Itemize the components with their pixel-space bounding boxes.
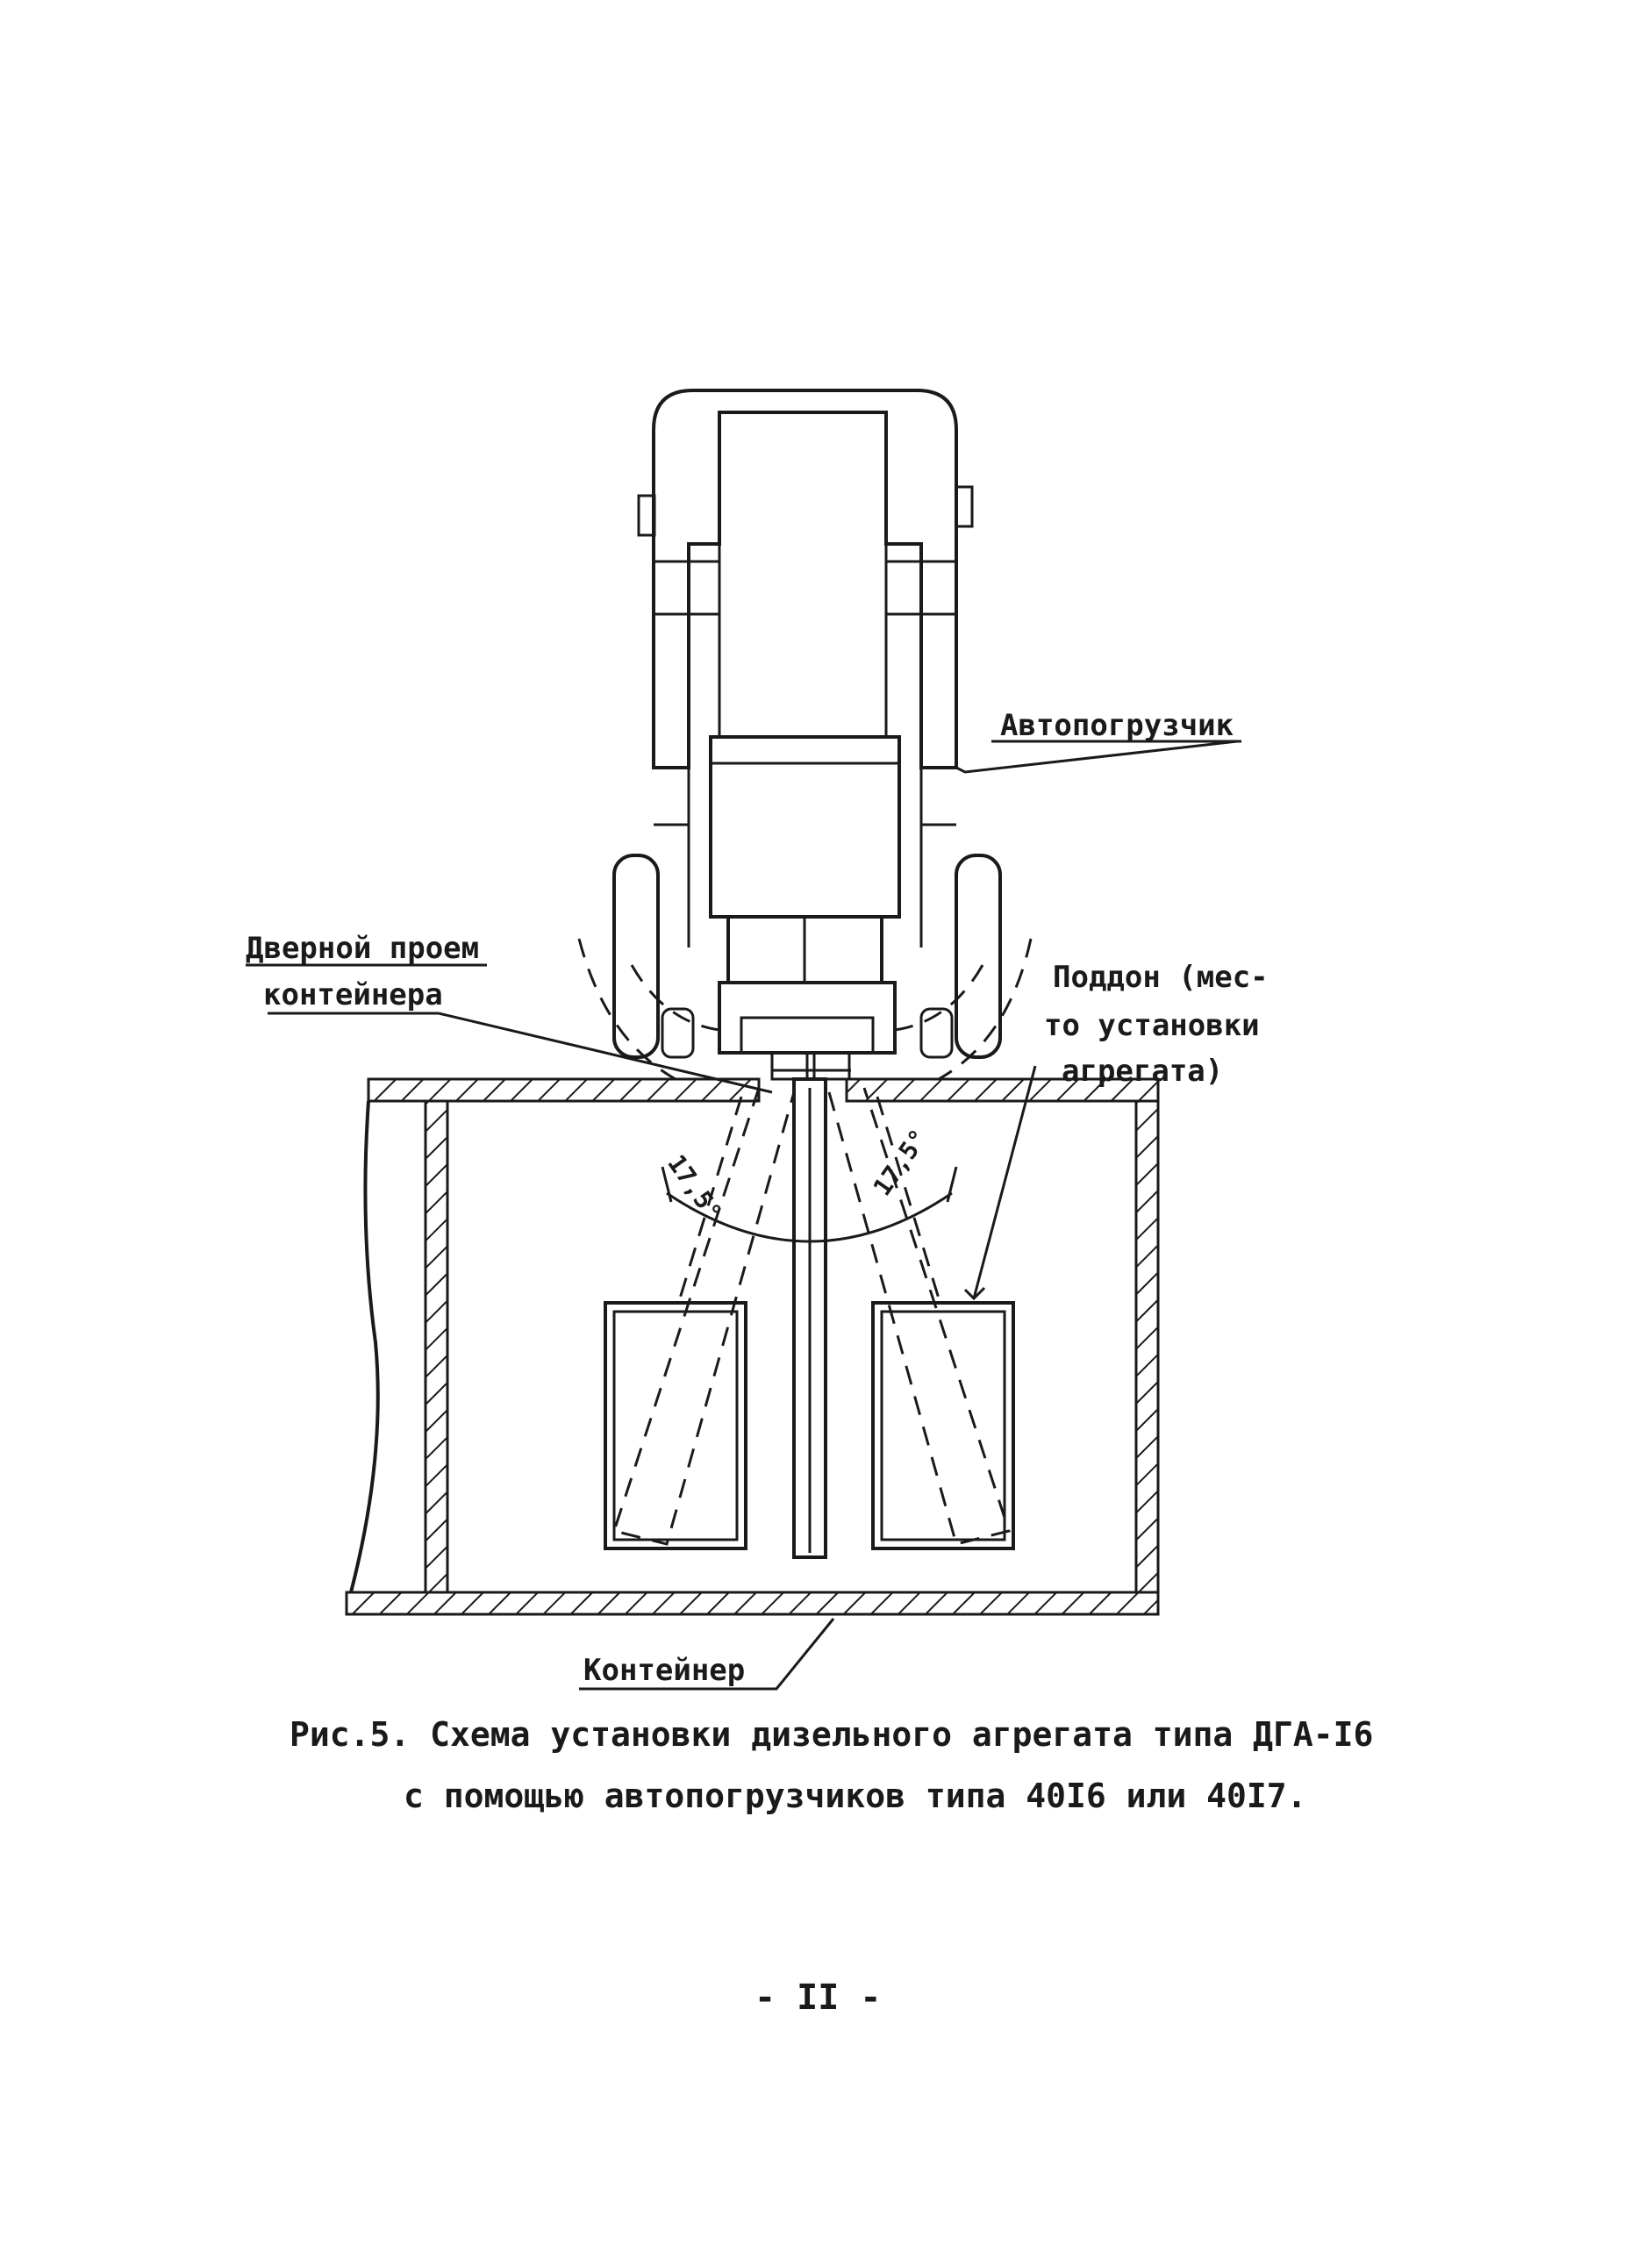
leader-lines [246, 740, 1241, 1691]
angle-right-label: 17,5° [868, 1124, 933, 1201]
forklift-drawing [577, 389, 1033, 1081]
figure-caption-line1: Рис.5. Схема установки дизельного агрега… [290, 1715, 1373, 1754]
pallet-label-line1: Поддон (мес- [1053, 960, 1269, 995]
angle-left-label: 17,5° [662, 1149, 727, 1226]
fork-inside-container [772, 1069, 851, 1559]
swing-paths [612, 1087, 1011, 1546]
container-label: Контейнер [583, 1653, 745, 1688]
forklift-label: Автопогрузчик [1000, 708, 1234, 743]
page-number: - II - [754, 1977, 882, 2018]
generator-units [604, 1301, 1015, 1550]
container-drawing [345, 1077, 1160, 1616]
pallet-label-line2: то установки [1044, 1008, 1260, 1043]
door-opening-label-line1: Дверной проем [246, 931, 479, 966]
figure-caption-line2: с помощью автопогрузчиков типа 40I6 или … [404, 1777, 1307, 1815]
door-opening-label-line2: контейнера [263, 977, 443, 1012]
pallet-label-line3: агрегата) [1062, 1054, 1223, 1089]
